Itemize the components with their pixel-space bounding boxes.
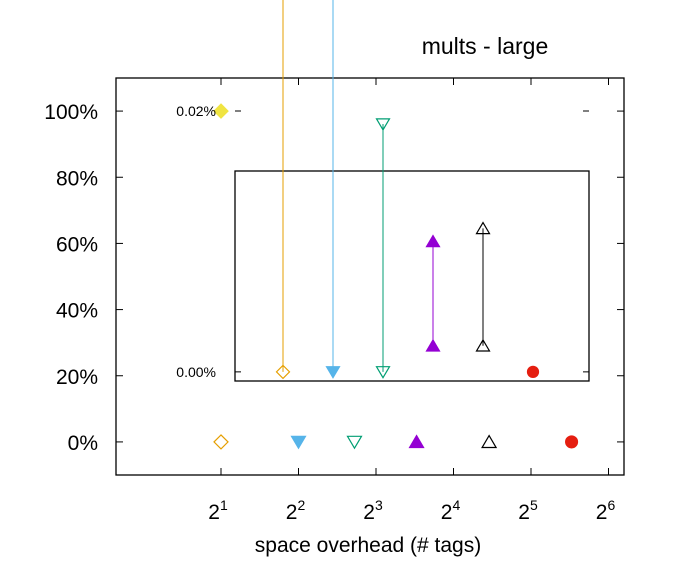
y-tick-label: 80% [56, 167, 98, 190]
x-tick-exponent: 6 [607, 497, 615, 513]
inset-min-marker [325, 366, 341, 379]
x-tick-label: 24 [441, 497, 461, 524]
x-tick-label: 25 [518, 497, 538, 524]
y-tick-label: 0% [68, 432, 98, 455]
inset-max-marker [375, 118, 391, 132]
x-tick-base: 2 [518, 501, 530, 524]
x-tick-label: 26 [596, 497, 616, 524]
inset-min-marker [375, 366, 391, 379]
inset-y-tick-label: 0.00% [176, 364, 216, 380]
y-tick-label: 20% [56, 366, 98, 389]
x-tick-exponent: 2 [297, 497, 305, 513]
inset-markers [275, 0, 540, 380]
x-tick-exponent: 5 [530, 497, 538, 513]
x-tick-label: 23 [363, 497, 383, 524]
inset-y-tick-label: 0.02% [176, 103, 216, 119]
x-tick-base: 2 [363, 501, 375, 524]
inset-min-marker [475, 338, 491, 352]
data-point-triangle-down-open [346, 435, 363, 450]
data-point-triangle-up-open [481, 434, 498, 449]
inset-frame [234, 170, 590, 382]
inset-min-marker [275, 364, 291, 380]
x-tick-base: 2 [596, 501, 608, 524]
y-tick-label: 40% [56, 300, 98, 323]
data-point-triangle-down-filled [290, 435, 307, 450]
data-point-diamond-open [213, 434, 229, 450]
data-point-circle-filled [565, 435, 579, 449]
y-tick-label: 60% [56, 233, 98, 256]
x-tick-exponent: 3 [375, 497, 383, 513]
x-tick-label: 21 [208, 497, 228, 524]
y-ticks: 0% 20% 40% 60% 80% 100% [44, 101, 624, 455]
x-tick-label: 22 [286, 497, 306, 524]
main-markers [213, 103, 579, 450]
x-tick-exponent: 4 [452, 497, 460, 513]
chart-title: mults - large [422, 33, 549, 59]
y-tick-label: 100% [44, 101, 98, 124]
plot-frame [115, 77, 625, 476]
data-point-triangle-up-filled [408, 434, 425, 449]
inset-min-marker [425, 338, 441, 352]
data-point-diamond-filled [213, 103, 229, 119]
x-tick-base: 2 [208, 501, 220, 524]
x-tick-exponent: 1 [220, 497, 228, 513]
x-tick-base: 2 [441, 501, 453, 524]
x-axis-label: space overhead (# tags) [255, 534, 481, 557]
x-tick-base: 2 [286, 501, 298, 524]
inset-max-marker [425, 234, 441, 248]
inset-y-ticks: 0.00%0.02%0.04%0.06%0.08%0.10%0.12%0.14% [176, 103, 589, 380]
inset-max-marker [475, 221, 491, 235]
inset-min-marker [526, 365, 540, 378]
